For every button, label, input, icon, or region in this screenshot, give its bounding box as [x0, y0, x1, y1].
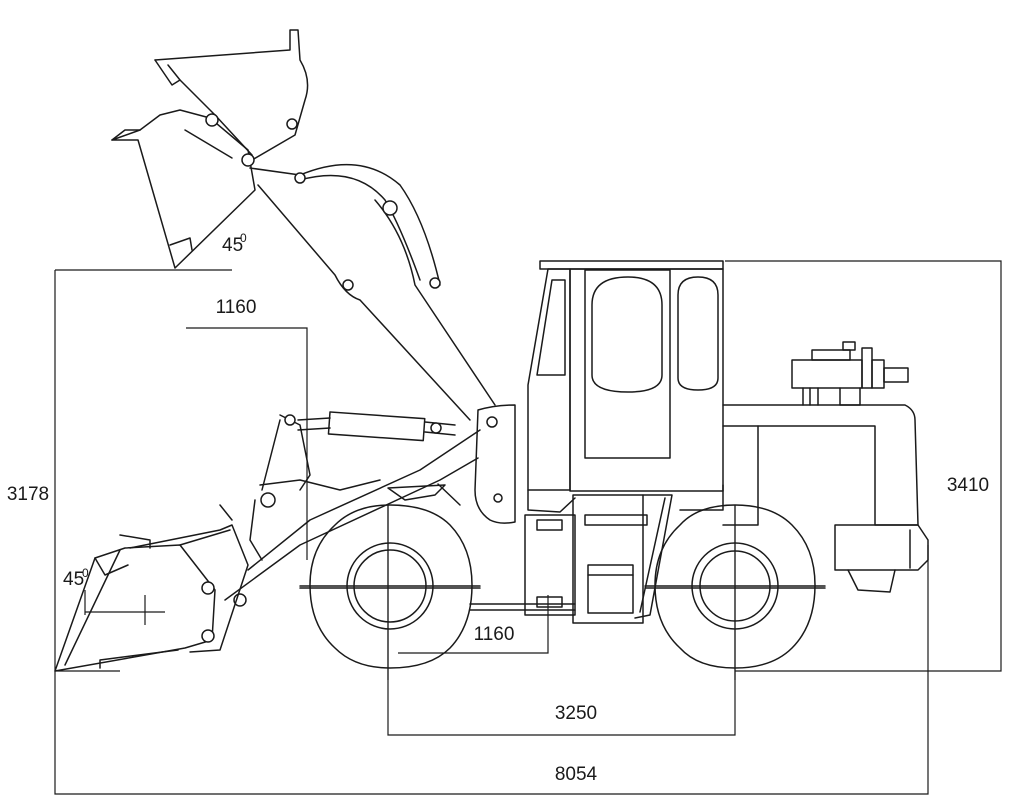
- overall-height-line: [725, 260, 1002, 672]
- cab: [527, 260, 724, 513]
- overall-height-label: 3410: [947, 475, 989, 496]
- overall-length-line: [54, 270, 929, 795]
- dump-reach-ground-label: 1160: [474, 624, 515, 645]
- lowered-bucket: [54, 504, 249, 672]
- front-frame: [387, 404, 576, 616]
- dump-reach-raised-line: [186, 327, 308, 560]
- dimension-labels: 8054 3250 1160 1160 3178 3410 45 0 45 0: [7, 231, 989, 785]
- lift-cylinder: [297, 411, 456, 442]
- raised-bucket: [111, 29, 309, 269]
- dimension-lines: [54, 260, 1002, 795]
- dump-angle-ground-label: 45: [63, 569, 84, 590]
- raised-boom-arm: [249, 163, 496, 421]
- center-chassis: [572, 484, 724, 624]
- wheelbase-line: [387, 505, 736, 736]
- dump-angle-raised-degree: 0: [240, 231, 247, 245]
- dump-height-label: 3178: [7, 484, 49, 505]
- rear-engine-hood: [722, 404, 929, 593]
- rear-wheel: [644, 504, 826, 669]
- lowered-boom-arm: [224, 414, 481, 607]
- dump-angle-ground-degree: 0: [82, 566, 89, 580]
- wheelbase-label: 3250: [555, 703, 597, 724]
- front-wheel: [299, 504, 481, 669]
- dump-angle-raised-label: 45: [222, 235, 243, 256]
- overall-length-label: 8054: [555, 764, 598, 785]
- dump-reach-raised-label: 1160: [216, 297, 257, 318]
- engine-intake: [791, 341, 909, 406]
